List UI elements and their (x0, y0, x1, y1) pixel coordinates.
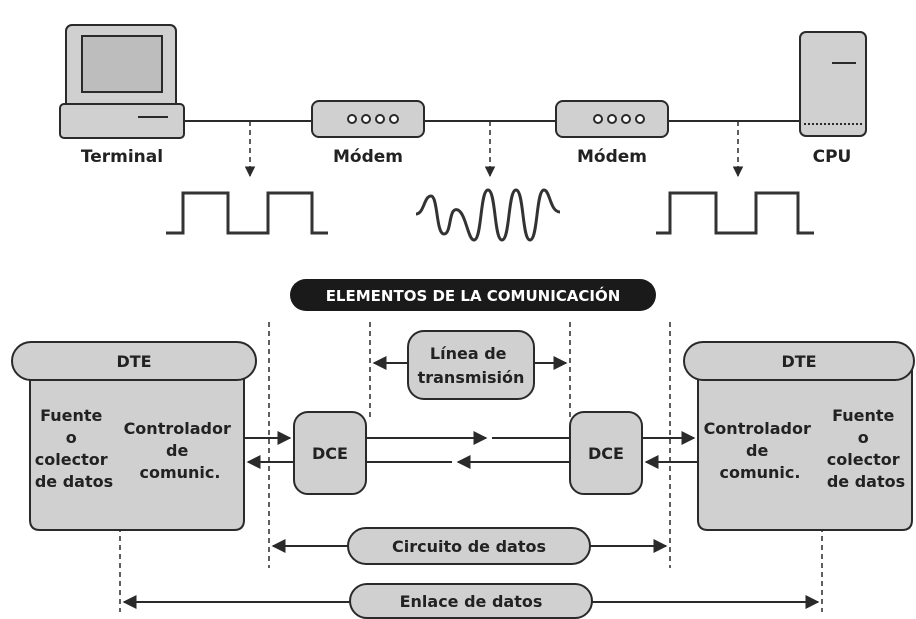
terminal-icon (59, 24, 185, 139)
dce-left: DCE (293, 411, 367, 495)
dce-left-label: DCE (312, 444, 348, 463)
modem-right-label: Módem (577, 147, 647, 167)
data-link-box: Enlace de datos (349, 583, 593, 619)
dte-right: DTE Controlador de comunic. Fuente o col… (683, 341, 915, 531)
modem-right-icon (555, 100, 669, 138)
digital-signal-right (656, 191, 814, 235)
data-circuit-box: Circuito de datos (347, 527, 591, 565)
dte-left-header: DTE (116, 352, 151, 371)
analog-signal (415, 188, 561, 242)
data-circuit-label: Circuito de datos (392, 537, 546, 556)
top-section: Terminal Módem Módem CPU (59, 24, 867, 242)
dte-left-controller: Controlador de comunic. (124, 419, 237, 482)
cpu-icon (799, 31, 867, 137)
terminal-label: Terminal (81, 147, 163, 167)
dte-left: DTE Fuente o colector de datos Controlad… (11, 341, 257, 531)
cpu-label: CPU (813, 147, 852, 167)
dce-right-label: DCE (588, 444, 624, 463)
dte-right-header: DTE (781, 352, 816, 371)
section-title-text: ELEMENTOS DE LA COMUNICACIÓN (326, 286, 621, 305)
modem-left-icon (311, 100, 425, 138)
dce-right: DCE (569, 411, 643, 495)
dte-right-source: Fuente o colector de datos (827, 406, 905, 491)
digital-signal-left (166, 191, 328, 235)
transmission-line-label: Línea de transmisión (418, 344, 525, 387)
modem-left-label: Módem (333, 147, 403, 167)
data-link-label: Enlace de datos (400, 592, 543, 611)
dte-left-source: Fuente o colector de datos (35, 406, 113, 491)
section-title: ELEMENTOS DE LA COMUNICACIÓN (290, 279, 656, 311)
dte-right-controller: Controlador de comunic. (704, 419, 817, 482)
transmission-line-box: Línea de transmisión (407, 330, 535, 400)
